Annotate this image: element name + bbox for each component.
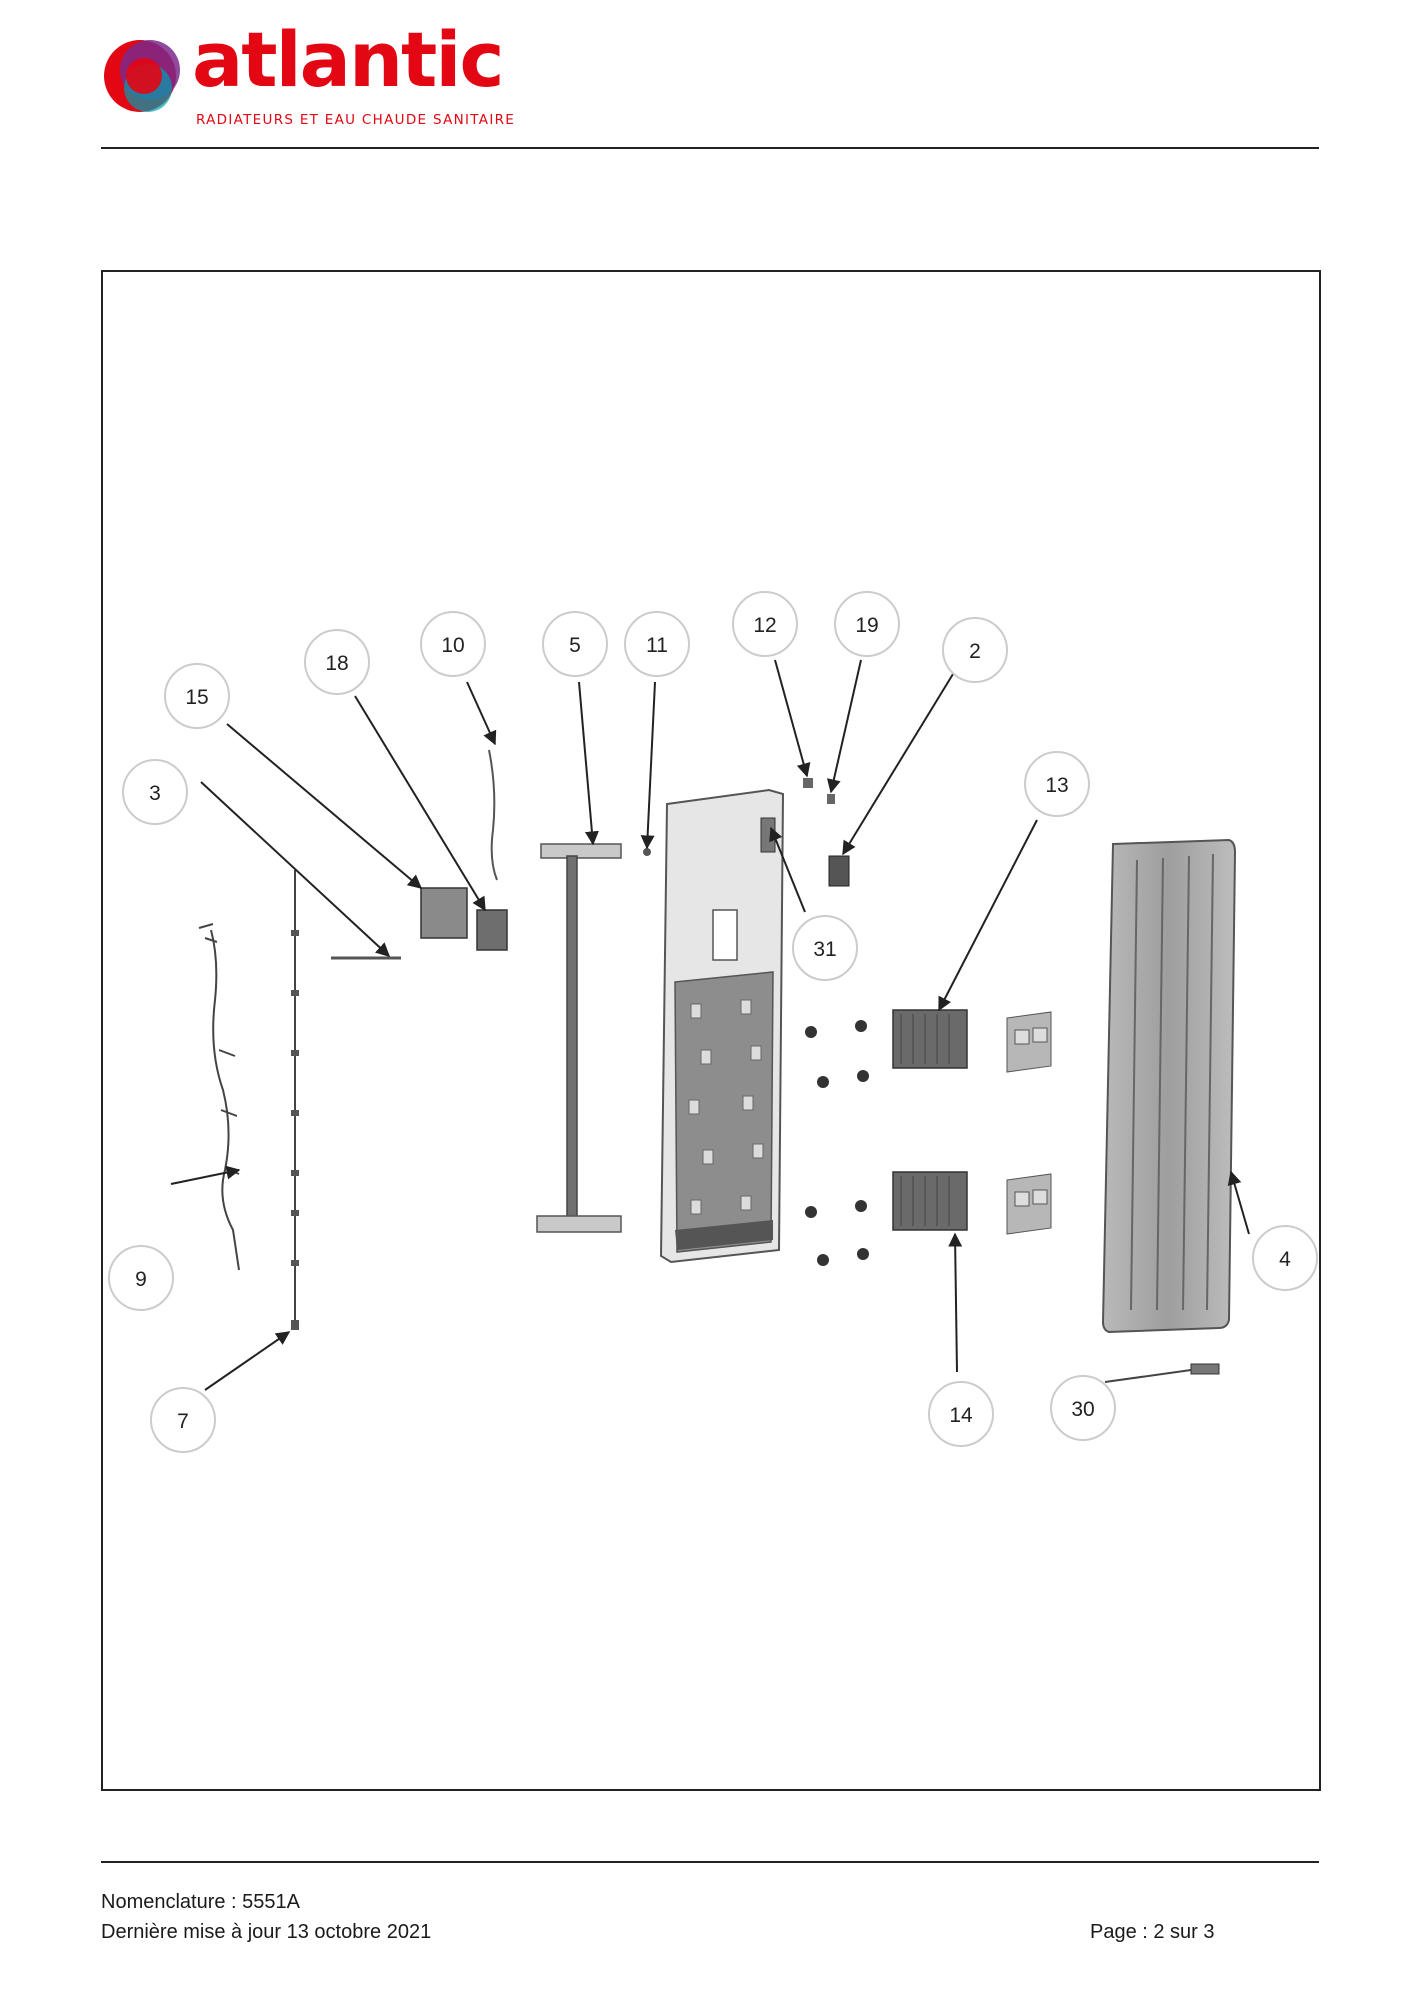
callout-19: 19 — [834, 591, 900, 657]
svg-text:14: 14 — [949, 1404, 973, 1427]
svg-text:12: 12 — [753, 614, 776, 637]
svg-text:10: 10 — [441, 634, 464, 657]
svg-text:4: 4 — [1279, 1248, 1291, 1271]
wiring-harness-part — [198, 923, 240, 1271]
callout-15: 15 — [164, 663, 230, 729]
fixing-screws-part — [805, 1020, 869, 1266]
svg-text:31: 31 — [813, 938, 836, 961]
callout-31: 31 — [792, 915, 858, 981]
svg-text:15: 15 — [185, 686, 208, 709]
svg-text:3: 3 — [149, 782, 161, 805]
callout-7: 7 — [150, 1387, 216, 1453]
cable-part — [291, 870, 299, 1330]
callout-3: 3 — [122, 759, 188, 825]
svg-text:18: 18 — [325, 652, 348, 675]
brand-tagline: RADIATEURS ET EAU CHAUDE SANITAIRE — [196, 112, 516, 128]
svg-text:30: 30 — [1071, 1398, 1094, 1421]
front-panel-part — [1101, 838, 1237, 1334]
logo-mark-icon — [104, 40, 180, 112]
sensor-probe-part — [1104, 1363, 1220, 1383]
nomenclature-text: Nomenclature : 5551A — [101, 1891, 301, 1913]
control-board-part — [331, 749, 508, 960]
callout-2: 2 — [942, 617, 1008, 683]
header-divider — [101, 147, 1319, 149]
svg-text:19: 19 — [855, 614, 878, 637]
svg-text:11: 11 — [646, 634, 668, 657]
exploded-parts-diagram: 15 18 10 5 11 12 19 2 3 13 31 4 9 7 14 3… — [108, 591, 1318, 1453]
svg-text:5: 5 — [569, 634, 581, 657]
callout-9: 9 — [108, 1245, 174, 1311]
footer-divider — [101, 1861, 1319, 1863]
chassis-panel-part — [659, 788, 785, 1264]
callouts: 15 18 10 5 11 12 19 2 3 13 31 4 9 7 14 3… — [108, 591, 1318, 1453]
drawing-frame — [101, 270, 1321, 1791]
leader-lines — [170, 659, 1250, 1391]
svg-text:9: 9 — [135, 1268, 147, 1291]
callout-11: 11 — [624, 611, 690, 677]
heating-element-lower-part — [892, 1171, 1052, 1235]
small-components-part — [643, 778, 850, 887]
callout-4: 4 — [1252, 1225, 1318, 1291]
atlantic-logo: atlantic RADIATEURS ET EAU CHAUDE SANITA… — [100, 22, 520, 130]
svg-text:2: 2 — [969, 640, 981, 663]
callout-5: 5 — [542, 611, 608, 677]
callout-13: 13 — [1024, 751, 1090, 817]
last-update-text: Dernière mise à jour 13 octobre 2021 — [101, 1921, 432, 1943]
svg-text:13: 13 — [1045, 774, 1068, 797]
callout-14: 14 — [928, 1381, 994, 1447]
page-number: Page : 2 sur 3 — [1090, 1921, 1215, 1943]
brand-name: atlantic — [192, 15, 504, 104]
mounting-bracket-part — [536, 843, 622, 1233]
svg-text:7: 7 — [177, 1410, 189, 1433]
callout-10: 10 — [420, 611, 486, 677]
callout-30: 30 — [1050, 1375, 1116, 1441]
heating-element-upper-part — [892, 1009, 1052, 1073]
callout-18: 18 — [304, 629, 370, 695]
callout-12: 12 — [732, 591, 798, 657]
